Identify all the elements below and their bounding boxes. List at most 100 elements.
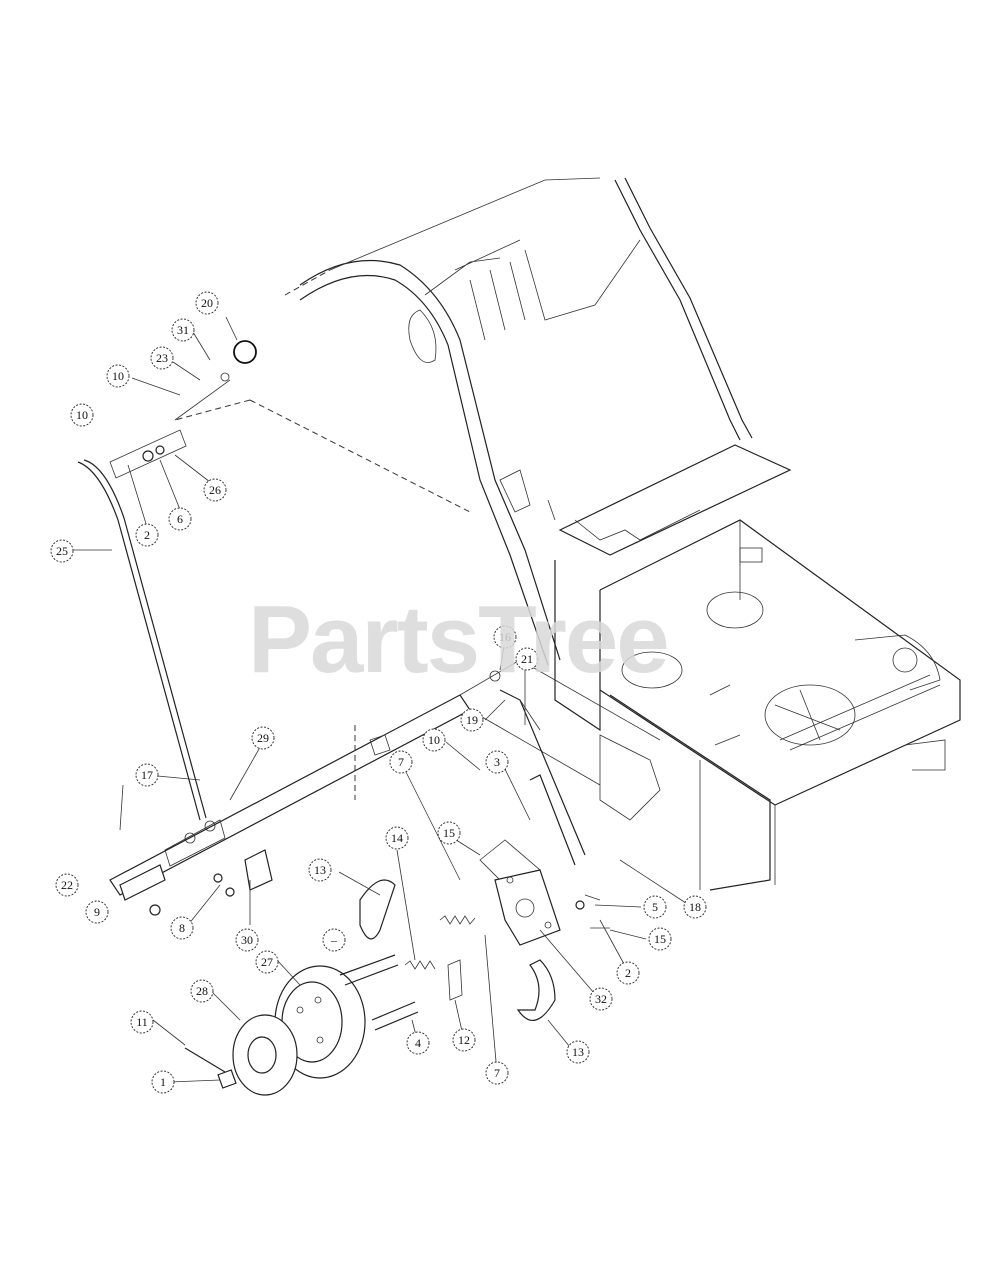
brake-shoe-lower xyxy=(516,959,556,1021)
callout-number: 13 xyxy=(314,863,326,877)
leader-lines xyxy=(73,316,693,1083)
callout-7b: 7 xyxy=(485,1061,509,1085)
callout-circle xyxy=(643,895,667,919)
callout-circle xyxy=(150,346,174,370)
callout-1: 1 xyxy=(151,1070,175,1094)
handle-assembly xyxy=(284,177,753,666)
hub-28 xyxy=(232,1014,298,1096)
deck-frame xyxy=(554,444,961,891)
washer-5 xyxy=(575,900,585,910)
callout-circle xyxy=(452,1028,476,1052)
callout-circle xyxy=(135,763,159,787)
callout-31: 31 xyxy=(171,318,195,342)
callout-7a: 7 xyxy=(389,750,413,774)
part-12 xyxy=(447,959,463,1001)
callout-circle xyxy=(515,647,539,671)
hub-27 xyxy=(274,965,366,1079)
callout-circle xyxy=(493,625,517,649)
callout-number: 31 xyxy=(177,323,189,337)
callout-23: 23 xyxy=(150,346,174,370)
shaft-29 xyxy=(109,659,661,896)
callout-number: 11 xyxy=(136,1015,148,1029)
callout-circle xyxy=(168,507,192,531)
callout-10a: 10 xyxy=(106,364,130,388)
callout-circle xyxy=(648,927,672,951)
callout-number: 15 xyxy=(443,826,455,840)
bolt-11 xyxy=(184,1047,226,1073)
callout-19: 19 xyxy=(460,708,484,732)
ring-part-20 xyxy=(233,340,257,364)
callout-9: 9 xyxy=(85,900,109,924)
callout-16: 16 xyxy=(493,625,517,649)
callout-circle xyxy=(485,750,509,774)
callout-30: 30 xyxy=(235,928,259,952)
callout-25: 25 xyxy=(50,539,74,563)
callout-number: 10 xyxy=(76,408,88,422)
callout-circle xyxy=(589,987,613,1011)
rod-25 xyxy=(77,372,231,821)
callout-circle xyxy=(422,728,446,752)
nut-22 xyxy=(149,904,161,916)
callout-number: 20 xyxy=(201,296,213,310)
pin-2b xyxy=(584,894,601,901)
callout-20: 20 xyxy=(195,291,219,315)
callout-10b: 10 xyxy=(70,403,94,427)
callout-circle xyxy=(190,979,214,1003)
callout-dash: – xyxy=(322,928,346,952)
callout-number: 2 xyxy=(144,528,150,542)
callout-circle xyxy=(683,895,707,919)
callout-number: 27 xyxy=(261,955,273,969)
callout-number: 1 xyxy=(160,1075,166,1089)
callout-number: 19 xyxy=(466,713,478,727)
callout-number: 3 xyxy=(494,755,500,769)
callout-10c: 10 xyxy=(422,728,446,752)
callout-circle xyxy=(485,1061,509,1085)
spring-14 xyxy=(439,915,476,925)
nut-1 xyxy=(217,1069,237,1089)
callout-circle xyxy=(566,1040,590,1064)
callout-circle xyxy=(460,708,484,732)
callout-number: 23 xyxy=(156,351,168,365)
callout-circle xyxy=(322,928,346,952)
callout-number: 14 xyxy=(391,831,403,845)
callout-number: 8 xyxy=(179,921,185,935)
bracket-30 xyxy=(244,849,273,891)
callout-number: 13 xyxy=(572,1045,584,1059)
callout-11: 11 xyxy=(130,1010,154,1034)
callout-18: 18 xyxy=(683,895,707,919)
callout-circle xyxy=(308,858,332,882)
callout-15b: 15 xyxy=(648,927,672,951)
callout-number: 21 xyxy=(521,652,533,666)
callout-number: 16 xyxy=(499,630,511,644)
callout-4: 4 xyxy=(406,1031,430,1055)
callout-14: 14 xyxy=(385,826,409,850)
callout-circle xyxy=(135,523,159,547)
callout-number: 10 xyxy=(112,369,124,383)
callout-circle xyxy=(255,950,279,974)
callout-number: 17 xyxy=(141,768,153,782)
callout-15a: 15 xyxy=(437,821,461,845)
callout-circle xyxy=(385,826,409,850)
callout-circle xyxy=(130,1010,154,1034)
callout-circle xyxy=(70,403,94,427)
callout-circle xyxy=(616,961,640,985)
callout-2a: 2 xyxy=(135,523,159,547)
callout-number: 26 xyxy=(209,483,221,497)
callout-circle xyxy=(171,318,195,342)
callout-circle xyxy=(50,539,74,563)
callout-number: 15 xyxy=(654,932,666,946)
callout-number: 10 xyxy=(428,733,440,747)
callout-circle xyxy=(195,291,219,315)
callout-circle xyxy=(389,750,413,774)
brake-shoe-upper xyxy=(359,879,396,940)
callout-8: 8 xyxy=(170,916,194,940)
callout-circle xyxy=(55,873,79,897)
callout-circle xyxy=(170,916,194,940)
callout-number: 7 xyxy=(494,1066,500,1080)
spring-12 xyxy=(404,960,436,970)
stud-4 xyxy=(371,1001,419,1031)
nut-8a xyxy=(213,873,223,883)
callout-circle xyxy=(251,726,275,750)
